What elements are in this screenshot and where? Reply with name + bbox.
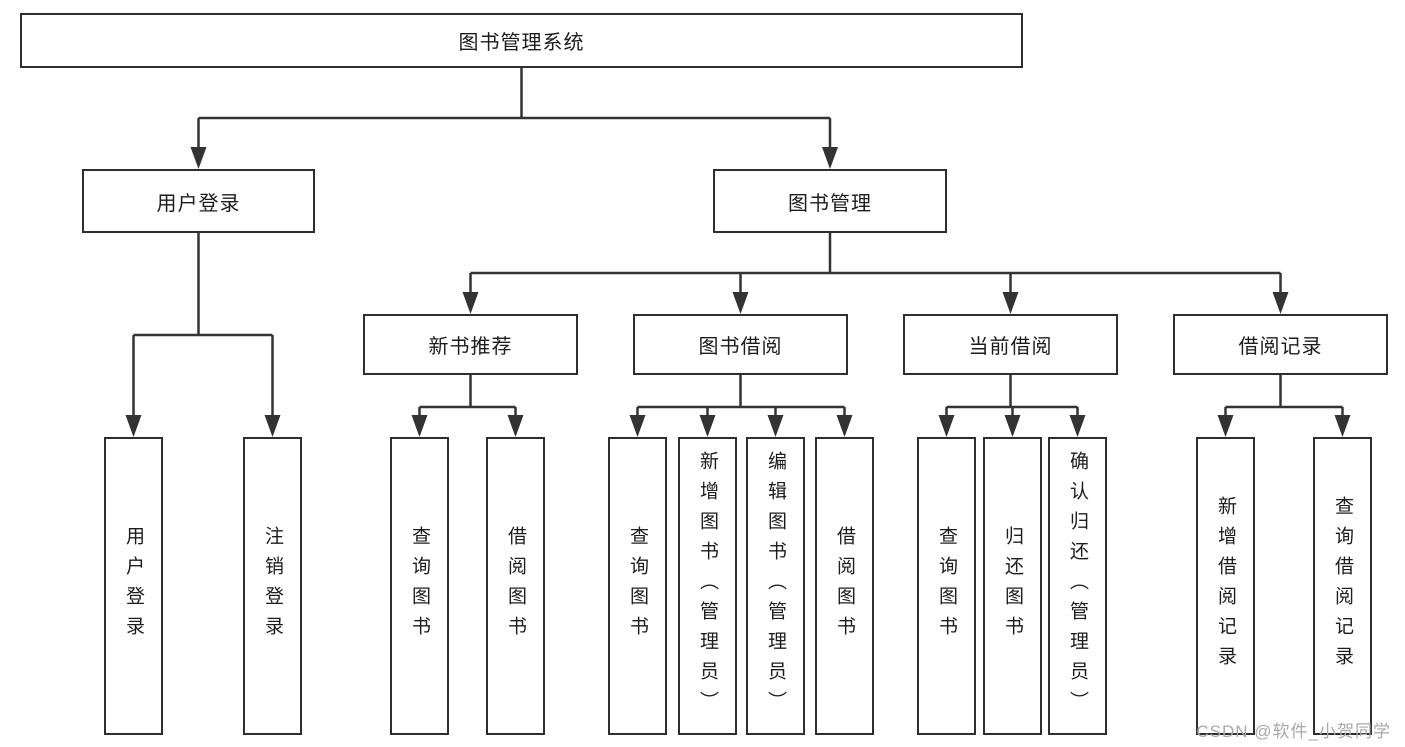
leaf-label: 查询借阅记录 — [1332, 496, 1353, 676]
node-label: 当前借阅 — [968, 336, 1053, 358]
leaf-return-books: 归还图书 — [983, 437, 1042, 735]
csdn-watermark: CSDN @软件_小贺同学 — [1196, 722, 1391, 741]
leaf-label: 归还图书 — [1002, 526, 1023, 646]
leaf-query-books-recommend: 查询图书 — [390, 437, 449, 735]
node-book-borrowing: 图书借阅 — [633, 314, 848, 375]
node-label: 用户登录 — [156, 192, 241, 215]
leaf-label: 用户登录 — [123, 526, 144, 646]
leaf-borrow-books: 借阅图书 — [815, 437, 874, 735]
leaf-query-books-current: 查询图书 — [917, 437, 976, 735]
node-label: 图书借阅 — [698, 336, 783, 358]
node-current-borrowing: 当前借阅 — [903, 314, 1118, 375]
leaf-add-books-admin: 新增图书（管理员） — [678, 437, 737, 735]
node-new-book-recommend: 新书推荐 — [363, 314, 578, 375]
leaf-label: 新增图书（管理员） — [697, 451, 718, 721]
leaf-user-login: 用户登录 — [104, 437, 163, 735]
leaf-confirm-return-admin: 确认归还（管理员） — [1048, 437, 1107, 735]
node-book-management: 图书管理 — [713, 169, 947, 233]
leaf-edit-books-admin: 编辑图书（管理员） — [746, 437, 805, 735]
leaf-borrow-books-recommend: 借阅图书 — [486, 437, 545, 735]
leaf-query-books-borrowing: 查询图书 — [608, 437, 667, 735]
leaf-label: 新增借阅记录 — [1215, 496, 1236, 676]
leaf-add-borrow-record: 新增借阅记录 — [1196, 437, 1255, 735]
leaf-logout: 注销登录 — [243, 437, 302, 735]
leaf-label: 借阅图书 — [505, 526, 526, 646]
node-borrowing-records: 借阅记录 — [1173, 314, 1388, 375]
leaf-label: 查询图书 — [627, 526, 648, 646]
leaf-query-borrow-record: 查询借阅记录 — [1313, 437, 1372, 735]
leaf-label: 编辑图书（管理员） — [765, 451, 786, 721]
node-label: 新书推荐 — [428, 336, 513, 358]
leaf-label: 确认归还（管理员） — [1067, 451, 1088, 721]
arrowhead-icons — [125, 147, 1351, 437]
leaf-label: 查询图书 — [936, 526, 957, 646]
leaf-label: 注销登录 — [262, 526, 283, 646]
node-library-system: 图书管理系统 — [20, 13, 1023, 68]
node-user-login: 用户登录 — [82, 169, 315, 233]
node-label: 借阅记录 — [1238, 336, 1323, 358]
leaf-label: 借阅图书 — [834, 526, 855, 646]
node-label: 图书管理 — [788, 192, 872, 215]
leaf-label: 查询图书 — [409, 526, 430, 646]
node-label: 图书管理系统 — [458, 32, 585, 54]
